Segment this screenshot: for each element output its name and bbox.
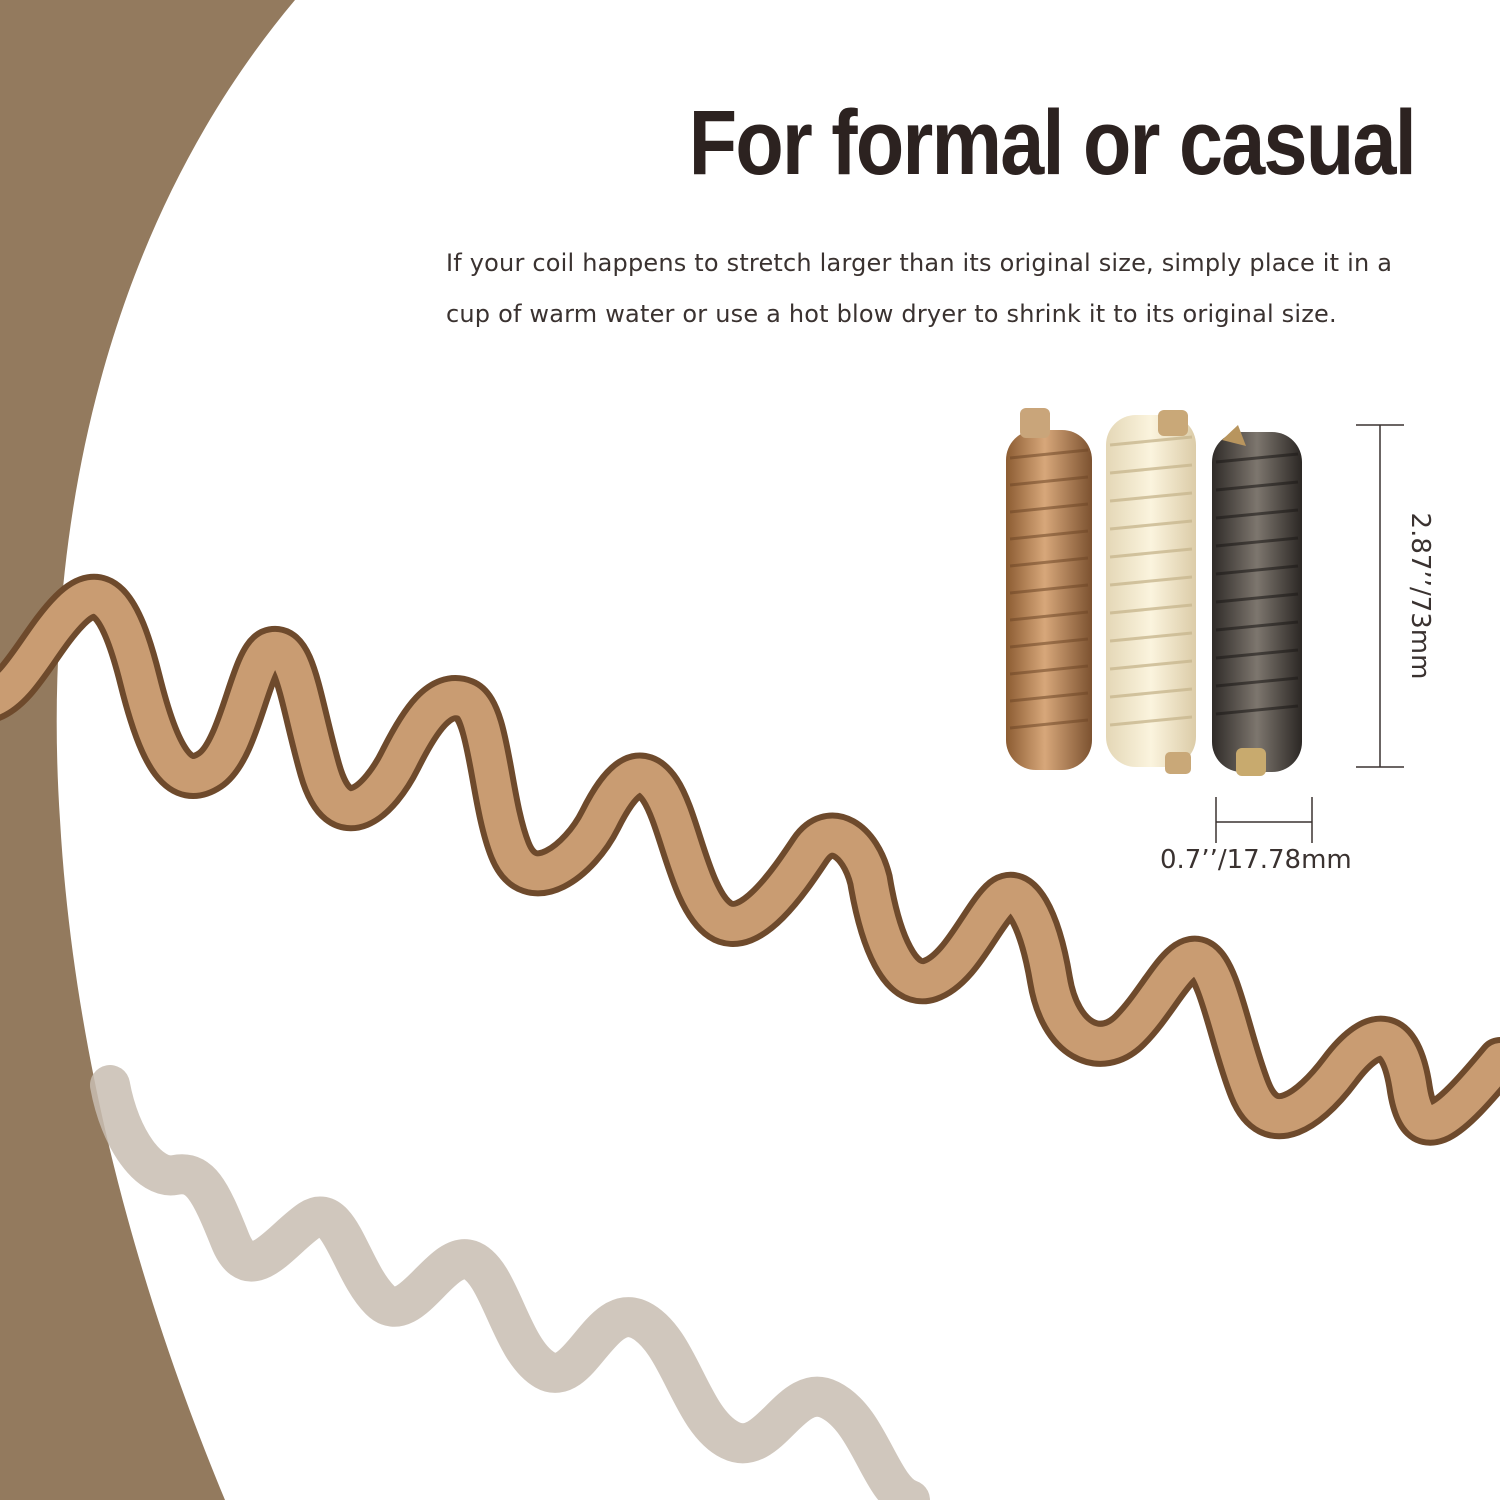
care-instructions: If your coil happens to stretch larger t… xyxy=(446,249,1393,328)
width-dimension-line xyxy=(1215,797,1313,843)
headline: For formal or casual xyxy=(688,92,1417,194)
height-dimension-text: 2.87’’/73mm xyxy=(1405,512,1435,680)
shadow-coil xyxy=(90,1065,930,1500)
coil-brown-product xyxy=(1006,408,1092,770)
height-dimension-line xyxy=(1356,424,1404,768)
width-dimension-label: 0.7’’/17.78mm xyxy=(1160,845,1352,875)
coil-beige-product xyxy=(1106,410,1196,774)
accent-crescent xyxy=(0,0,295,1500)
coil-black-product xyxy=(1212,425,1302,776)
